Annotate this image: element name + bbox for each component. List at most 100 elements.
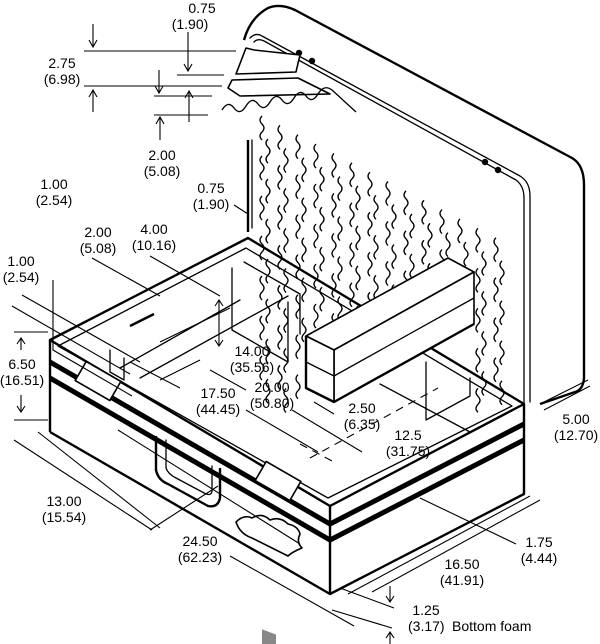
dim-overall-length-cm: (62.23) [178,549,222,565]
foam-wave [439,209,445,235]
foam-wave [259,315,265,341]
foam-wave [499,260,505,286]
foam-wave [319,166,325,192]
dim-compartment-depth-cm: (35.56) [230,359,274,375]
foam-wave [421,199,427,225]
foam-wave [283,188,289,213]
foam-wave [373,234,379,260]
dim-compartment-depth-in: 14.00 [234,343,269,359]
foam-wave [445,232,451,258]
foam-wave [355,265,361,291]
foam-wave [391,244,397,270]
foam-wave [295,174,301,200]
foam-wave [331,272,337,298]
dim-lid-foam-thickness-cm: (6.98) [44,71,81,87]
foam-wave [259,115,265,141]
dim-lid-convoluted-foam-cm: (5.08) [144,163,181,179]
foam-wave [475,387,481,413]
foam-wave [313,143,319,169]
foam-wave [313,263,319,289]
bottom-foam-sample [235,514,303,644]
dim-base-height-in: 6.50 [8,356,35,372]
dim-divider-width-cm: (5.08) [80,240,117,256]
case-lid [227,4,586,406]
foam-wave [295,134,301,160]
foam-wave [319,206,325,232]
dim-wall-thickness-in: 1.00 [7,253,34,269]
foam-wave [409,253,415,279]
foam-wave [301,197,307,223]
foam-wave [301,157,307,183]
foam-wave [331,192,337,218]
dim-top-rim-cm: (4.44) [521,550,558,566]
dim-front-depth-in: 13.00 [46,493,81,509]
foam-wave [265,378,271,404]
dim-bottom-foam-cm: (3.17) [408,618,445,634]
dim-wall-thickness-cm: (2.54) [3,269,40,285]
dim-lid-convoluted-foam-in: 2.00 [148,147,175,163]
foam-wave [331,152,337,178]
foam-wave [265,258,271,284]
dim-overall-depth-cm: (41.91) [440,572,484,588]
hinge-dot [494,166,502,174]
foam-wave [337,256,343,282]
foam-wave [259,355,265,381]
foam-wave [265,218,271,244]
foam-wave [403,190,409,216]
dim-top-rim-in: 1.75 [525,534,552,550]
latch-right[interactable] [254,460,302,502]
handle[interactable] [154,436,222,508]
foam-wave [283,228,289,253]
dim-lid-depth-cm: (12.70) [554,427,598,443]
hinge-dot [308,57,316,65]
foam-wave [295,334,301,360]
foam-wave [301,317,307,343]
foam-wave [493,277,499,303]
foam-wave [277,124,283,150]
foam-wave [355,225,361,251]
foam-wave [355,185,361,211]
dim-lid-wall-foam-cm: (1.90) [193,196,230,212]
foam-wave [259,275,265,301]
dim-lid-top-foam-cm: (1.90) [172,16,209,32]
foam-wave [391,204,397,230]
dim-interior-length-cm: (50.80) [250,395,294,411]
foam-wave [283,268,289,293]
foam-wave [481,290,487,316]
foam-wave [265,138,271,164]
dim-front-depth-cm: (15.54) [42,509,86,525]
foam-wave [373,194,379,220]
foam-wave [463,241,469,267]
foam-wave [475,307,481,333]
dim-lid-depth-in: 5.00 [562,411,589,427]
foam-block [304,257,475,404]
foam-wave [313,183,319,209]
foam-wave [349,242,355,268]
foam-wave [259,195,265,221]
foam-wave [457,218,463,244]
foam-wave [409,213,415,239]
dim-divider-height-cm: (10.16) [132,237,176,253]
foam-wave [427,222,433,248]
dim-overall-depth-in: 16.50 [444,556,479,572]
foam-wave [295,214,301,240]
dim-base-height-cm: (16.51) [0,372,44,388]
foam-wave [475,227,481,253]
dim-divider-offset-in: 1.00 [40,176,67,192]
dim-inner-length-cm: (44.45) [196,401,240,417]
latch-left[interactable] [74,360,122,402]
foam-wave [481,370,487,396]
foam-wave [259,155,265,181]
dim-overall-length-in: 24.50 [182,533,217,549]
foam-wave [295,254,301,280]
foam-wave [313,303,319,329]
foam-wave [481,250,487,276]
foam-wave [295,374,301,400]
foam-wave [481,330,487,356]
foam-wave [367,251,373,277]
foam-wave [349,202,355,228]
dim-lid-top-foam-in: 0.75 [188,0,215,16]
dim-interior-length-in: 20.00 [254,379,289,395]
foam-wave [475,347,481,373]
